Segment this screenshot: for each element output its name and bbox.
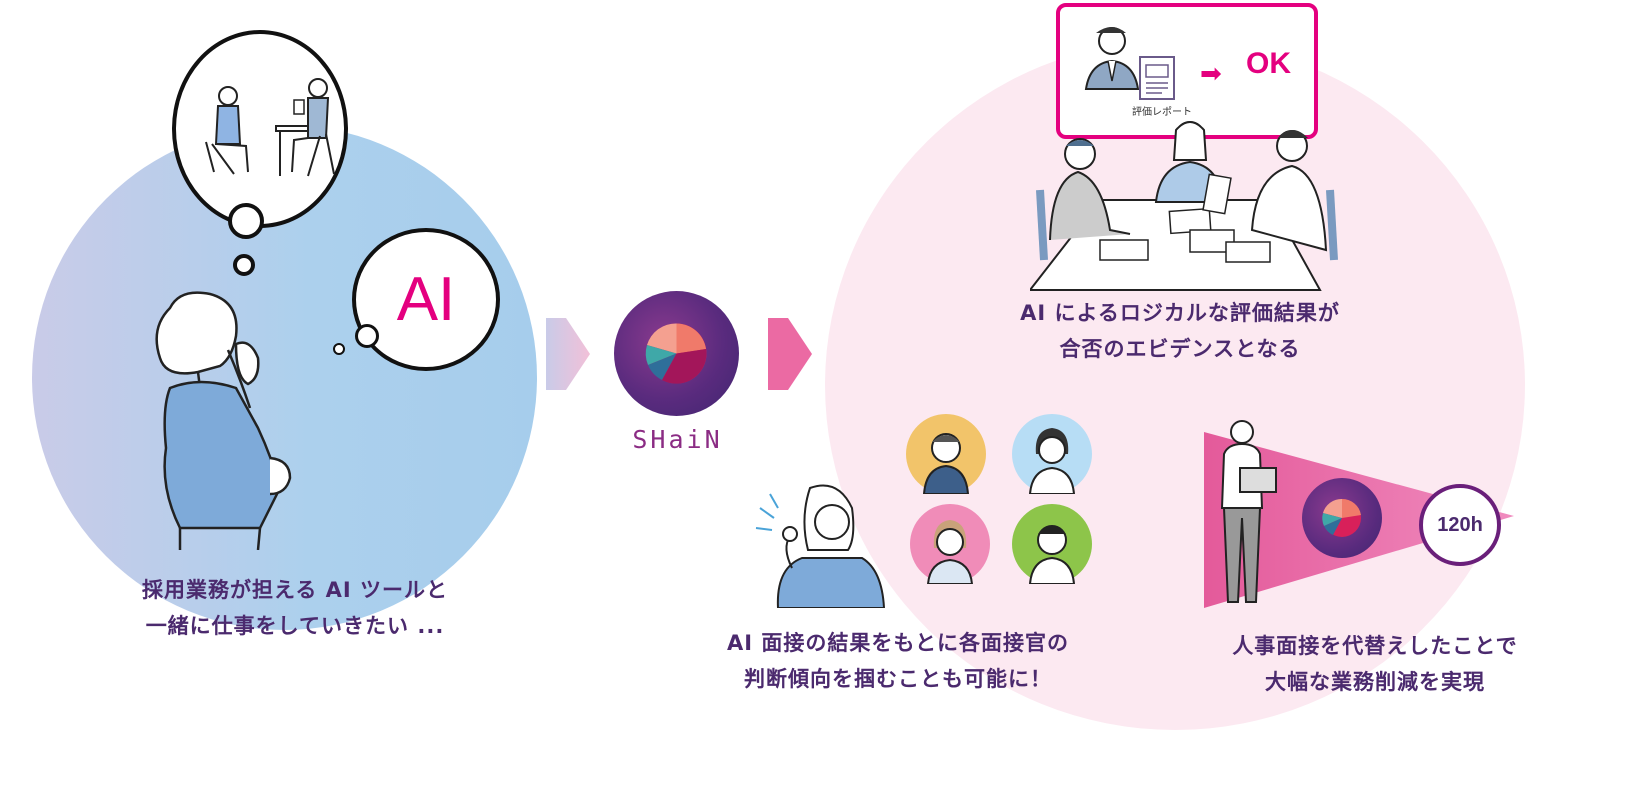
report-label: 評価レポート — [1132, 107, 1192, 118]
presenter-man-illustration — [1220, 420, 1277, 603]
left-caption-line2: 一緒に仕事をしていきたい ... — [145, 614, 445, 638]
interview-thought-bubble — [172, 30, 348, 228]
businessman-icon — [1084, 27, 1140, 90]
man-face-icon — [922, 433, 970, 495]
report-document-icon — [1139, 56, 1175, 100]
shain-small-logo — [1302, 478, 1382, 558]
top-caption-line2: 合否のエビデンスとなる — [1059, 337, 1301, 361]
smiling-man-face-icon — [1028, 525, 1076, 585]
top-caption-line1: AI によるロジカルな評価結果が — [1020, 301, 1340, 325]
avatar-woman-blue — [1012, 414, 1092, 495]
ai-thought-bubble: AI — [352, 228, 500, 371]
ai-thought-dot-small — [333, 343, 345, 355]
mid-caption-line1: AI 面接の結果をもとに各面接官の — [727, 631, 1069, 655]
chevron-arrow-left — [546, 318, 590, 390]
avatar-woman-pink — [910, 504, 990, 585]
thinking-woman-illustration — [155, 291, 292, 550]
shain-small-pie-icon — [1322, 498, 1361, 537]
left-caption-line1: 採用業務が担える AI ツールと — [141, 578, 449, 602]
ok-result-text: OK — [1246, 47, 1291, 80]
woman-face-icon — [926, 520, 974, 585]
hours-badge: 120h — [1419, 484, 1501, 566]
left-caption: 採用業務が担える AI ツールと 一緒に仕事をしていきたい ... — [80, 572, 510, 644]
shain-logo — [614, 291, 739, 416]
right-caption-line2: 大幅な業務削減を実現 — [1265, 670, 1485, 694]
shain-pie-logo-icon — [645, 323, 707, 384]
mid-caption: AI 面接の結果をもとに各面接官の 判断傾向を掴むことも可能に！ — [698, 625, 1098, 697]
woman-glasses-face-icon — [1028, 428, 1076, 495]
avatar-man-green — [1012, 504, 1092, 585]
avatar-man-yellow — [906, 414, 986, 495]
ai-thought-dot-large — [355, 324, 379, 348]
thought-dot-large — [228, 203, 264, 239]
right-caption-line1: 人事面接を代替えしたことで — [1232, 634, 1518, 658]
top-caption: AI によるロジカルな評価結果が 合否のエビデンスとなる — [980, 295, 1380, 367]
shain-logo-text: SHaiN — [632, 425, 723, 454]
meeting-illustration — [1030, 121, 1338, 291]
mid-caption-line2: 判断傾向を掴むことも可能に！ — [744, 667, 1052, 691]
right-caption: 人事面接を代替えしたことで 大幅な業務削減を実現 — [1180, 628, 1570, 700]
ai-bubble-text: AI — [396, 265, 456, 334]
interview-scene-illustration — [205, 78, 335, 177]
cheering-woman-illustration — [755, 484, 886, 608]
chevron-arrow-right — [768, 318, 812, 390]
thought-dot-small — [233, 254, 255, 276]
right-arrow-icon: ➡ — [1200, 59, 1222, 89]
